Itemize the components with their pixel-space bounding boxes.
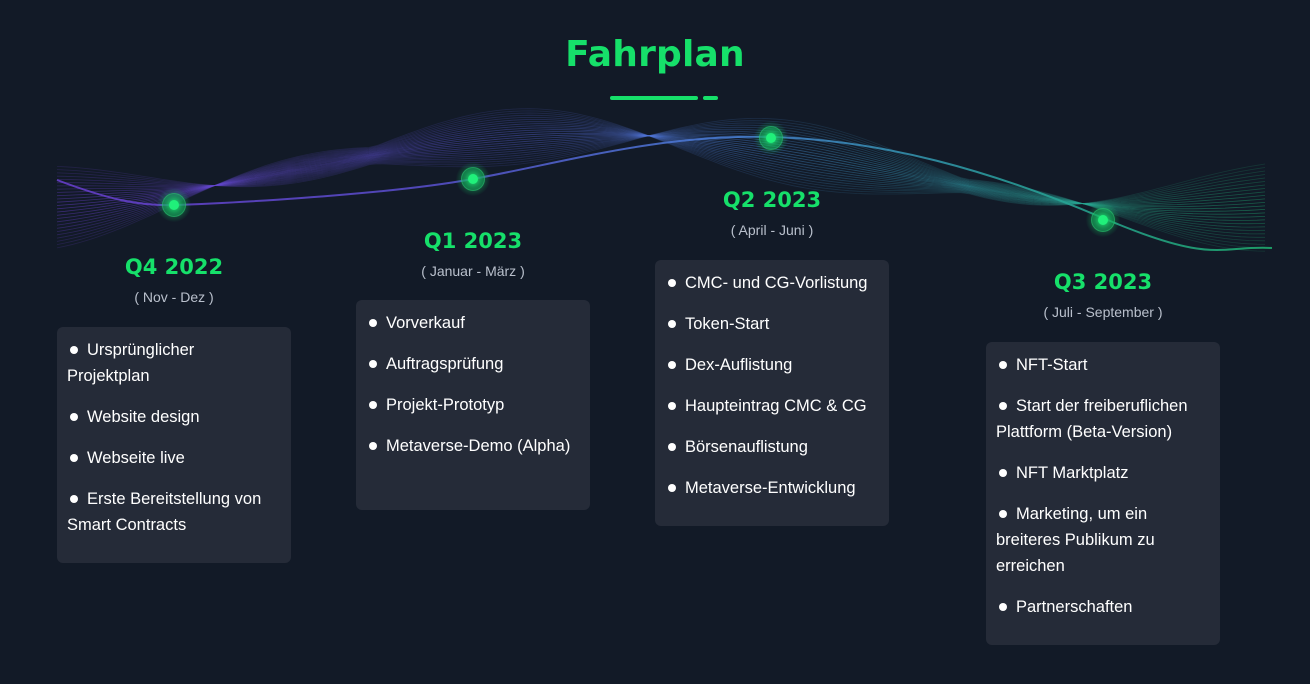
list-item: Ursprünglicher Projektplan [67, 337, 281, 389]
roadmap-phase-q1-2023: Q1 2023 ( Januar - März ) Vorverkauf Auf… [356, 228, 590, 510]
list-item-text: Webseite live [87, 449, 185, 467]
timeline-dot-q1-2023 [456, 162, 490, 196]
list-item-text: Website design [87, 408, 200, 426]
list-item-text: Marketing, um ein breiteres Publikum zu … [996, 505, 1155, 575]
list-item-text: Projekt-Prototyp [386, 396, 505, 414]
bullet-icon [668, 442, 676, 451]
list-item: Start der freiberuflichen Plattform (Bet… [996, 393, 1210, 445]
list-item-text: Haupteintrag CMC & CG [685, 397, 867, 415]
title-underline-accent [703, 96, 718, 100]
list-item: Erste Bereitstellung von Smart Contracts [67, 486, 281, 538]
phase-date-range: ( Juli - September ) [1043, 304, 1163, 320]
list-item: Metaverse-Demo (Alpha) [366, 433, 580, 459]
timeline-dot-q2-2023 [754, 121, 788, 155]
phase-card: Vorverkauf Auftragsprüfung Projekt-Proto… [356, 300, 590, 510]
bullet-icon [999, 509, 1007, 518]
phase-date-range: ( Nov - Dez ) [134, 289, 214, 305]
list-item-text: Start der freiberuflichen Plattform (Bet… [996, 397, 1188, 441]
roadmap-phase-q2-2023: Q2 2023 ( April - Juni ) CMC- und CG-Vor… [655, 187, 889, 526]
bullet-icon [999, 602, 1007, 611]
phase-date-range: ( April - Juni ) [730, 222, 814, 238]
list-item: Website design [67, 404, 281, 430]
list-item-text: Token-Start [685, 315, 770, 333]
phase-title: Q3 2023 [1053, 270, 1153, 294]
bullet-icon [668, 360, 676, 369]
phase-card: NFT-Start Start der freiberuflichen Plat… [986, 342, 1220, 645]
phase-card: CMC- und CG-Vorlistung Token-Start Dex-A… [655, 260, 889, 526]
bullet-icon [999, 360, 1007, 369]
bullet-icon [999, 401, 1007, 410]
list-item-text: CMC- und CG-Vorlistung [685, 274, 868, 292]
phase-title: Q2 2023 [722, 188, 822, 212]
list-item-text: Metaverse-Entwicklung [685, 479, 856, 497]
list-item-text: Metaverse-Demo (Alpha) [386, 437, 571, 455]
list-item-text: Auftragsprüfung [386, 355, 504, 373]
bullet-icon [668, 278, 676, 287]
list-item: Dex-Auflistung [665, 352, 879, 378]
timeline-dot-q3-2023 [1086, 203, 1120, 237]
title-underline [610, 96, 698, 100]
list-item: Projekt-Prototyp [366, 392, 580, 418]
roadmap-phase-q4-2022: Q4 2022 ( Nov - Dez ) Ursprünglicher Pro… [57, 254, 291, 563]
list-item: Auftragsprüfung [366, 351, 580, 377]
list-item: Marketing, um ein breiteres Publikum zu … [996, 501, 1210, 579]
bullet-icon [668, 319, 676, 328]
list-item-text: Vorverkauf [386, 314, 465, 332]
list-item: Vorverkauf [366, 310, 580, 336]
bullet-icon [70, 345, 78, 354]
bullet-icon [70, 494, 78, 503]
list-item-text: Erste Bereitstellung von Smart Contracts [67, 490, 262, 534]
list-item-text: Börsenauflistung [685, 438, 808, 456]
bullet-icon [369, 400, 377, 409]
timeline-dot-q4-2022 [157, 188, 191, 222]
bullet-icon [999, 468, 1007, 477]
bullet-icon [369, 441, 377, 450]
list-item: Partnerschaften [996, 594, 1210, 620]
phase-card: Ursprünglicher Projektplan Website desig… [57, 327, 291, 563]
list-item: NFT-Start [996, 352, 1210, 378]
list-item: Webseite live [67, 445, 281, 471]
list-item: CMC- und CG-Vorlistung [665, 270, 879, 296]
bullet-icon [369, 318, 377, 327]
list-item: Metaverse-Entwicklung [665, 475, 879, 501]
bullet-icon [369, 359, 377, 368]
page-title: Fahrplan [565, 34, 745, 75]
bullet-icon [668, 401, 676, 410]
list-item: Haupteintrag CMC & CG [665, 393, 879, 419]
list-item-text: NFT Marktplatz [1016, 464, 1129, 482]
phase-title: Q4 2022 [124, 255, 224, 279]
bullet-icon [668, 483, 676, 492]
phase-title: Q1 2023 [423, 229, 523, 253]
phase-date-range: ( Januar - März ) [421, 263, 525, 279]
list-item-text: NFT-Start [1016, 356, 1088, 374]
bullet-icon [70, 412, 78, 421]
roadmap-phase-q3-2023: Q3 2023 ( Juli - September ) NFT-Start S… [986, 269, 1220, 645]
list-item: NFT Marktplatz [996, 460, 1210, 486]
list-item-text: Dex-Auflistung [685, 356, 793, 374]
list-item: Token-Start [665, 311, 879, 337]
list-item-text: Partnerschaften [1016, 598, 1133, 616]
list-item-text: Ursprünglicher Projektplan [67, 341, 195, 385]
list-item: Börsenauflistung [665, 434, 879, 460]
bullet-icon [70, 453, 78, 462]
